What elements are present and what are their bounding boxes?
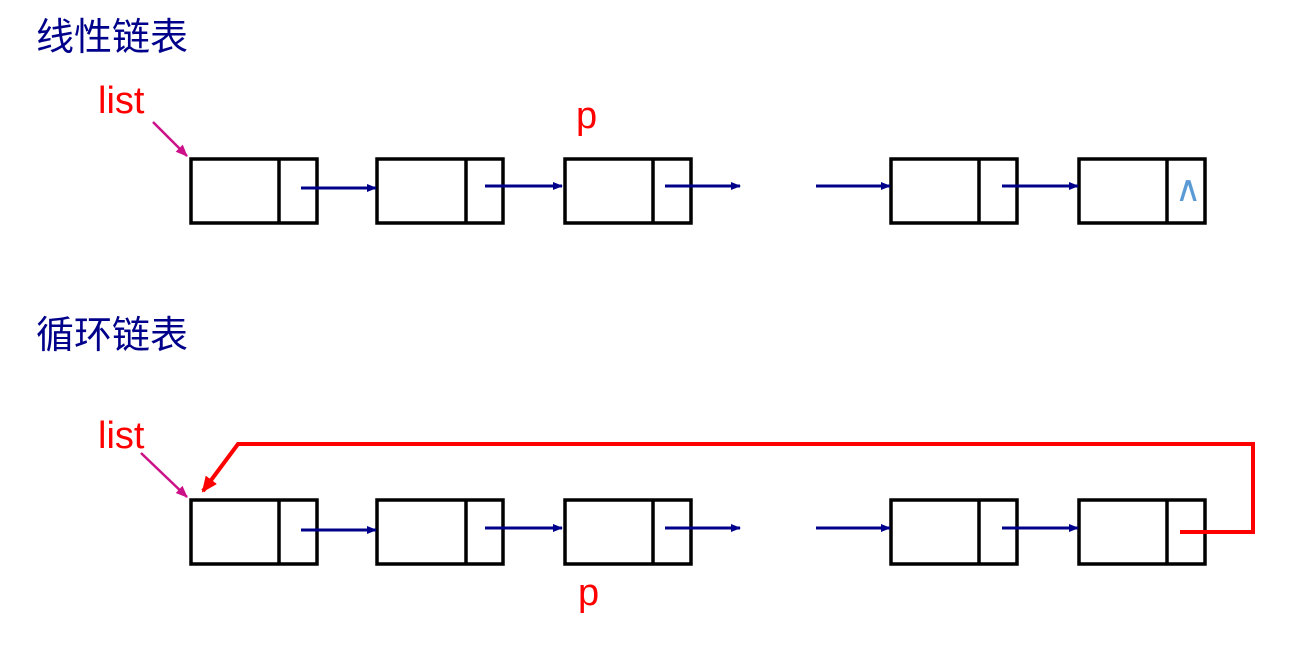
linear-node-1 (189, 157, 319, 225)
circular-head-arrow (140, 452, 188, 498)
circular-list-title: 循环链表 (36, 313, 188, 357)
linear-list-title: 线性链表 (36, 15, 188, 59)
circular-node-3 (563, 498, 693, 566)
linear-node-tail: ∧ (1077, 157, 1207, 225)
linear-cursor-label: p (576, 95, 597, 137)
linear-head-arrow (152, 121, 188, 157)
circular-back-link-arrow (201, 442, 1255, 534)
circular-head-label: list (98, 415, 145, 457)
null-pointer-symbol: ∧ (1175, 169, 1201, 210)
circular-node-2 (375, 498, 505, 566)
circular-cursor-label: p (578, 572, 599, 614)
circular-node-4 (889, 498, 1019, 566)
circular-linked-list: 循环链表 list p (36, 313, 1255, 614)
circular-node-1 (189, 498, 319, 566)
linear-node-2 (375, 157, 505, 225)
linear-linked-list: 线性链表 list p ∧ (36, 15, 1207, 225)
linear-head-label: list (98, 80, 145, 122)
linear-node-4 (889, 157, 1019, 225)
linear-node-3 (563, 157, 693, 225)
